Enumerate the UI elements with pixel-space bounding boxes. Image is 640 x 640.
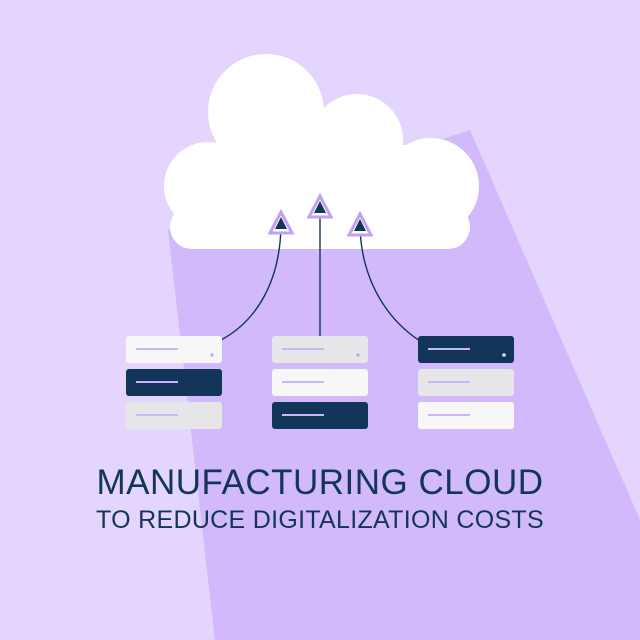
headline: MANUFACTURING CLOUD — [96, 463, 544, 502]
server-unit — [126, 369, 222, 396]
subheadline: TO REDUCE DIGITALIZATION COSTS — [96, 506, 544, 534]
server-unit — [272, 369, 368, 396]
server-stack-left — [126, 336, 222, 429]
server-unit — [418, 336, 514, 363]
server-unit — [126, 336, 222, 363]
cloud-icon — [164, 54, 479, 249]
arrow-line-right — [359, 227, 421, 342]
upload-arrow-left — [267, 208, 295, 235]
arrow-line-left — [220, 225, 282, 341]
upload-arrow-center — [306, 192, 334, 219]
server-stack-center — [272, 336, 368, 429]
server-unit — [272, 336, 368, 363]
long-shadow — [168, 130, 640, 640]
upload-arrow-right — [346, 210, 374, 237]
server-unit — [418, 369, 514, 396]
server-unit — [272, 402, 368, 429]
server-unit — [418, 402, 514, 429]
server-unit — [126, 402, 222, 429]
server-stack-right — [418, 336, 514, 429]
